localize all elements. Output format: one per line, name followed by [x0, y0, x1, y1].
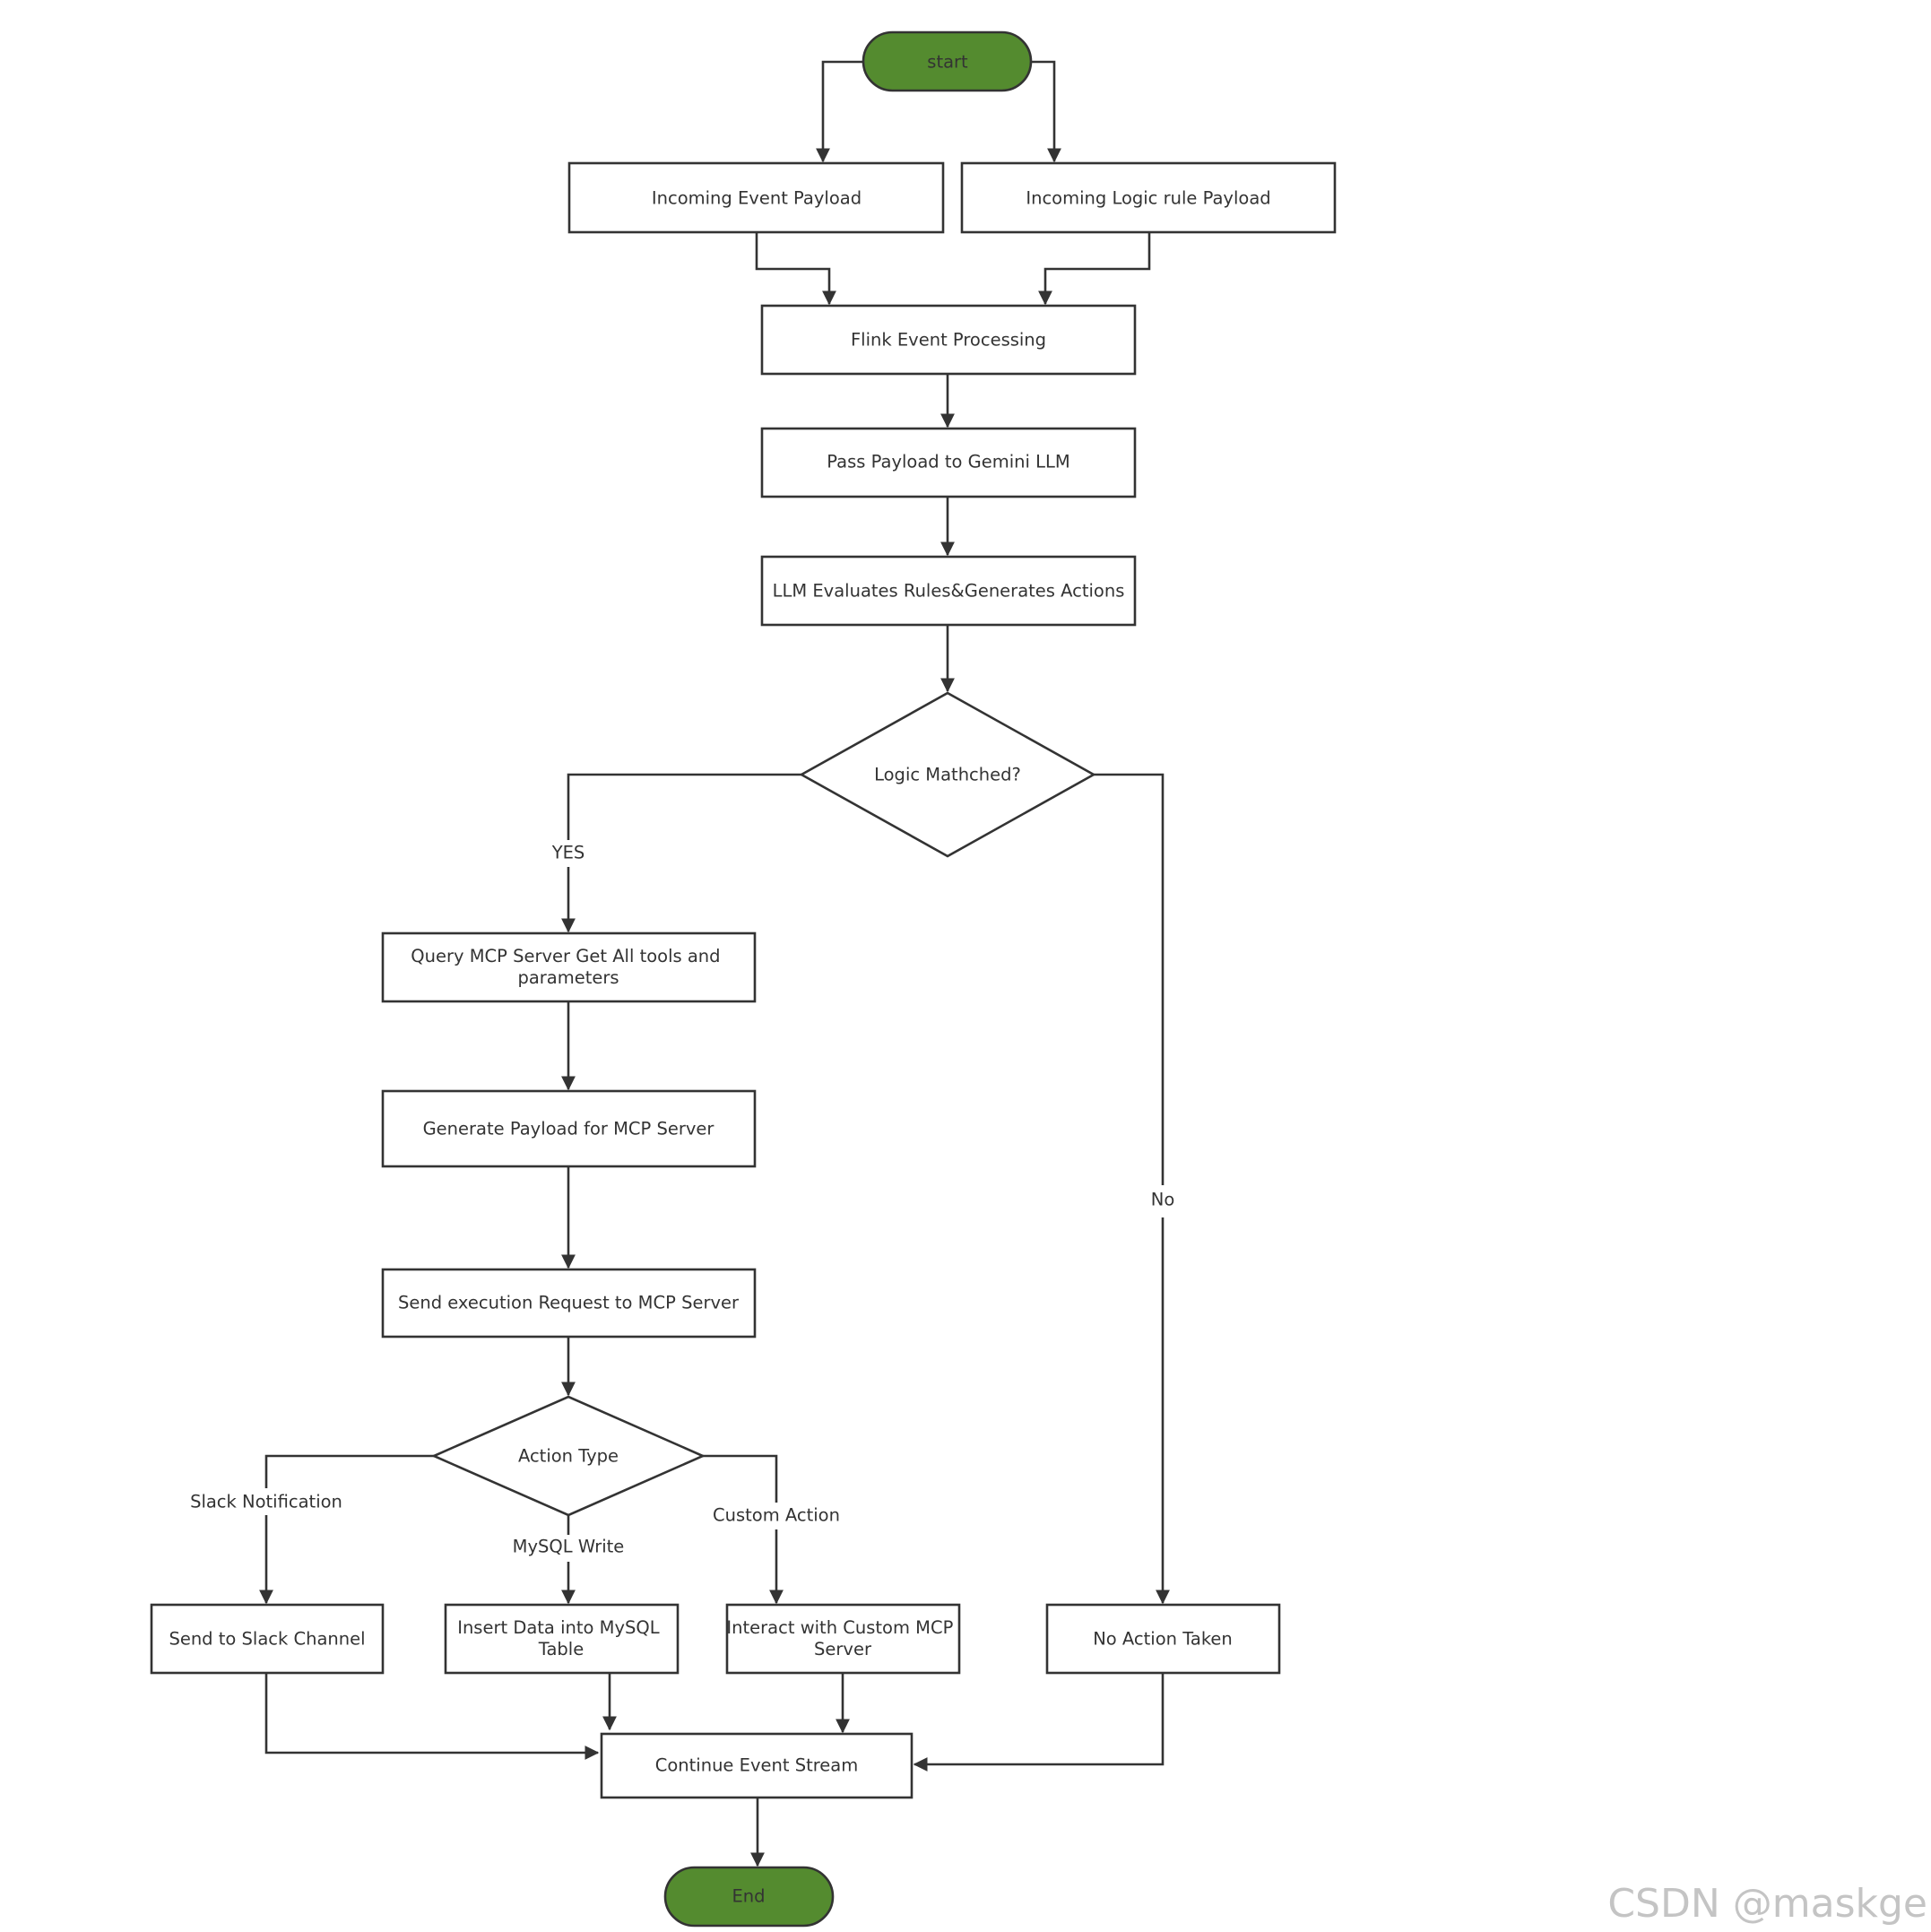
node-start: start	[862, 30, 1033, 92]
node-end-label: End	[732, 1886, 765, 1907]
node-llm-evaluates-rules-label: LLM Evaluates Rules&Generates Actions	[773, 581, 1125, 602]
node-pass-payload-to-gemini: Pass Payload to Gemini LLM	[760, 427, 1137, 498]
watermark-text: CSDN @maskge	[1607, 1881, 1927, 1927]
node-incoming-event-payload-label: Incoming Event Payload	[652, 188, 862, 209]
node-action-type-label: Action Type	[518, 1446, 619, 1467]
node-send-execution-request-label: Send execution Request to MCP Server	[398, 1293, 740, 1313]
node-action-type-decision: Action Type	[430, 1395, 706, 1517]
edge-slack-to-continue	[264, 1673, 600, 1760]
node-send-execution-request: Send execution Request to MCP Server	[381, 1268, 757, 1339]
edge-label-no: No	[1151, 1190, 1175, 1210]
node-query-mcp-server: Query MCP Server Get All tools and param…	[381, 931, 757, 1003]
node-custom-mcp-server-label: Interact with Custom MCP Server	[726, 1617, 958, 1659]
node-insert-mysql-label: Insert Data into MySQL Table	[457, 1617, 665, 1659]
node-custom-mcp-server: Interact with Custom MCP Server	[725, 1603, 961, 1675]
edge-incoming-rule-to-flink	[1038, 232, 1151, 306]
edge-labels: YES No Slack Notification MySQL Write Cu…	[190, 840, 1187, 1562]
node-send-to-slack: Send to Slack Channel	[150, 1603, 385, 1675]
node-no-action-taken: No Action Taken	[1045, 1603, 1281, 1675]
node-start-label: start	[927, 52, 968, 73]
node-generate-payload: Generate Payload for MCP Server	[381, 1089, 757, 1168]
edge-label-mysql-write: MySQL Write	[513, 1537, 625, 1557]
edge-label-yes: YES	[551, 843, 585, 863]
node-generate-payload-label: Generate Payload for MCP Server	[423, 1119, 715, 1139]
node-incoming-logic-rule-payload-label: Incoming Logic rule Payload	[1026, 188, 1270, 209]
node-flink-event-processing-label: Flink Event Processing	[851, 330, 1046, 351]
edge-incoming-event-to-flink	[755, 232, 836, 306]
node-insert-mysql: Insert Data into MySQL Table	[444, 1603, 680, 1675]
node-send-to-slack-label: Send to Slack Channel	[169, 1629, 365, 1650]
node-query-mcp-server-label: Query MCP Server Get All tools and param…	[411, 946, 726, 988]
edge-start-to-incoming-event	[816, 60, 863, 163]
edge-start-to-incoming-rule	[1031, 60, 1061, 163]
edge-label-slack-notification: Slack Notification	[190, 1492, 342, 1512]
edge-action-type-to-custom	[703, 1454, 784, 1605]
edge-no-to-no-action	[1094, 773, 1170, 1605]
edge-yes-to-query-mcp	[561, 773, 801, 933]
node-llm-evaluates-rules: LLM Evaluates Rules&Generates Actions	[760, 555, 1137, 627]
node-flink-event-processing: Flink Event Processing	[760, 304, 1137, 376]
edge-action-type-to-slack	[259, 1454, 434, 1605]
node-end: End	[663, 1866, 835, 1928]
edge-no-action-to-continue	[913, 1673, 1165, 1772]
node-incoming-logic-rule-payload: Incoming Logic rule Payload	[960, 161, 1337, 234]
node-continue-event-stream-label: Continue Event Stream	[655, 1755, 859, 1776]
node-pass-payload-to-gemini-label: Pass Payload to Gemini LLM	[827, 452, 1069, 472]
node-continue-event-stream: Continue Event Stream	[600, 1732, 914, 1799]
node-logic-matched-label: Logic Mathched?	[874, 765, 1021, 785]
node-incoming-event-payload: Incoming Event Payload	[567, 161, 945, 234]
node-logic-matched-decision: Logic Mathched?	[799, 691, 1096, 858]
node-no-action-taken-label: No Action Taken	[1093, 1629, 1233, 1650]
edge-label-custom-action: Custom Action	[713, 1505, 840, 1526]
